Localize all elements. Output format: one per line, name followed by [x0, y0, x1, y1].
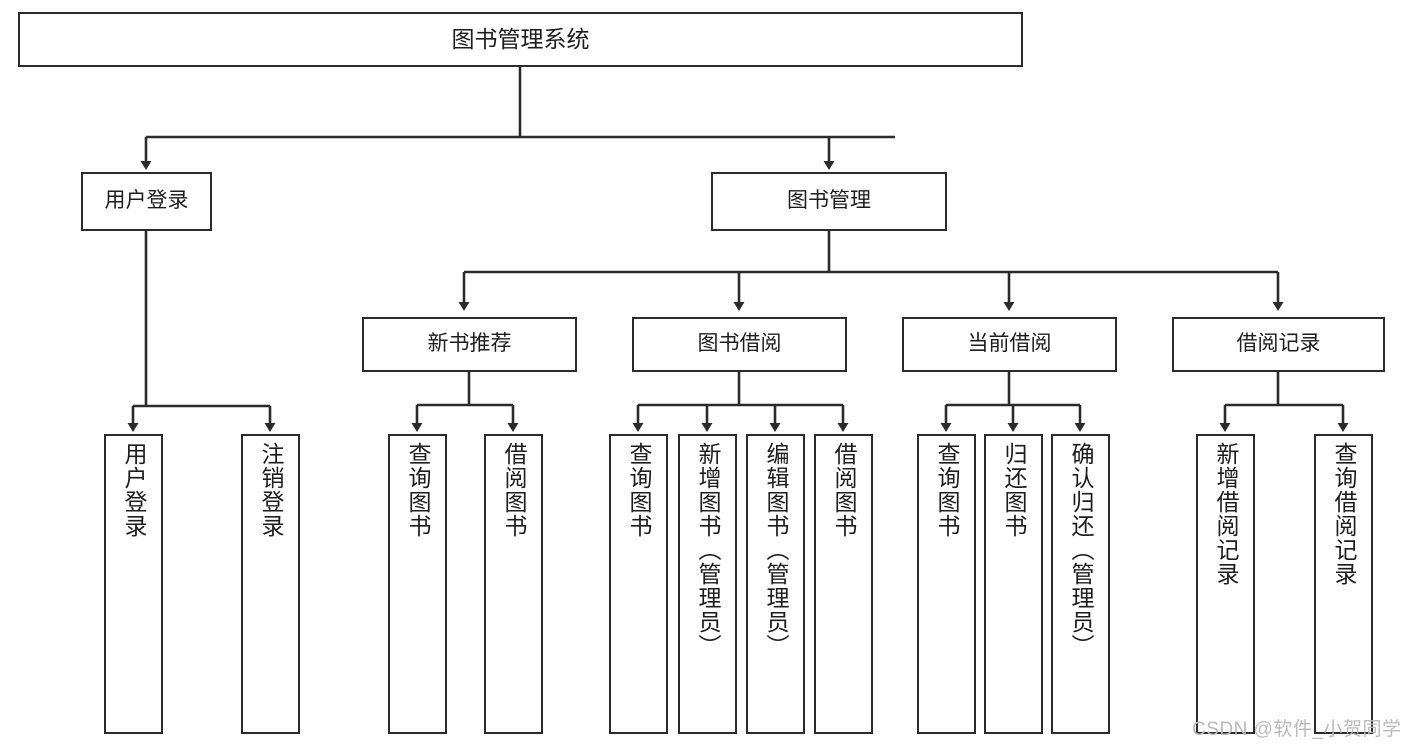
node-borrow-record[interactable]: 借阅记录 [1172, 317, 1385, 372]
node-leaf-borrow-book-1-label: 借阅图书 [501, 442, 527, 538]
node-leaf-add-record[interactable]: 新增借阅记录 [1196, 434, 1255, 734]
node-leaf-add-book-label: 新增图书（管理员） [695, 442, 721, 658]
node-leaf-query-book-2-label: 查询图书 [626, 442, 652, 538]
node-leaf-add-record-label: 新增借阅记录 [1213, 442, 1239, 586]
node-leaf-confirm-return-label: 确认归还（管理员） [1068, 442, 1094, 658]
node-new-book-recommend-label: 新书推荐 [427, 332, 512, 356]
node-current-borrow[interactable]: 当前借阅 [902, 317, 1117, 372]
node-leaf-user-login[interactable]: 用户登录 [104, 434, 163, 734]
node-leaf-query-book-2[interactable]: 查询图书 [609, 434, 668, 734]
node-leaf-return-book-label: 归还图书 [1001, 442, 1027, 538]
node-leaf-query-record[interactable]: 查询借阅记录 [1314, 434, 1373, 734]
node-book-borrow[interactable]: 图书借阅 [632, 317, 847, 372]
node-leaf-logout-login-label: 注销登录 [258, 442, 284, 538]
node-book-borrow-label: 图书借阅 [697, 332, 782, 356]
node-user-login-label: 用户登录 [104, 189, 189, 213]
node-user-login[interactable]: 用户登录 [81, 172, 212, 231]
node-current-borrow-label: 当前借阅 [967, 332, 1052, 356]
node-leaf-logout-login[interactable]: 注销登录 [241, 434, 300, 734]
csdn-watermark: CSDN @软件_小贺同学 [1192, 719, 1402, 740]
node-leaf-user-login-label: 用户登录 [121, 442, 147, 538]
node-leaf-add-book[interactable]: 新增图书（管理员） [678, 434, 737, 734]
node-leaf-borrow-book-1[interactable]: 借阅图书 [484, 434, 543, 734]
node-root[interactable]: 图书管理系统 [18, 12, 1023, 67]
node-leaf-edit-book-label: 编辑图书（管理员） [763, 442, 789, 658]
node-leaf-query-record-label: 查询借阅记录 [1331, 442, 1357, 586]
node-leaf-return-book[interactable]: 归还图书 [984, 434, 1043, 734]
node-leaf-borrow-book-2-label: 借阅图书 [831, 442, 857, 538]
node-new-book-recommend[interactable]: 新书推荐 [362, 317, 577, 372]
node-leaf-query-book-3[interactable]: 查询图书 [917, 434, 976, 734]
node-leaf-borrow-book-2[interactable]: 借阅图书 [814, 434, 873, 734]
node-root-label: 图书管理系统 [451, 26, 590, 53]
node-book-manage[interactable]: 图书管理 [711, 172, 947, 231]
node-leaf-query-book-1-label: 查询图书 [405, 442, 431, 538]
node-book-manage-label: 图书管理 [787, 189, 871, 213]
node-borrow-record-label: 借阅记录 [1236, 332, 1321, 356]
node-leaf-edit-book[interactable]: 编辑图书（管理员） [746, 434, 805, 734]
node-leaf-query-book-3-label: 查询图书 [934, 442, 960, 538]
node-leaf-confirm-return[interactable]: 确认归还（管理员） [1051, 434, 1110, 734]
node-leaf-query-book-1[interactable]: 查询图书 [388, 434, 447, 734]
